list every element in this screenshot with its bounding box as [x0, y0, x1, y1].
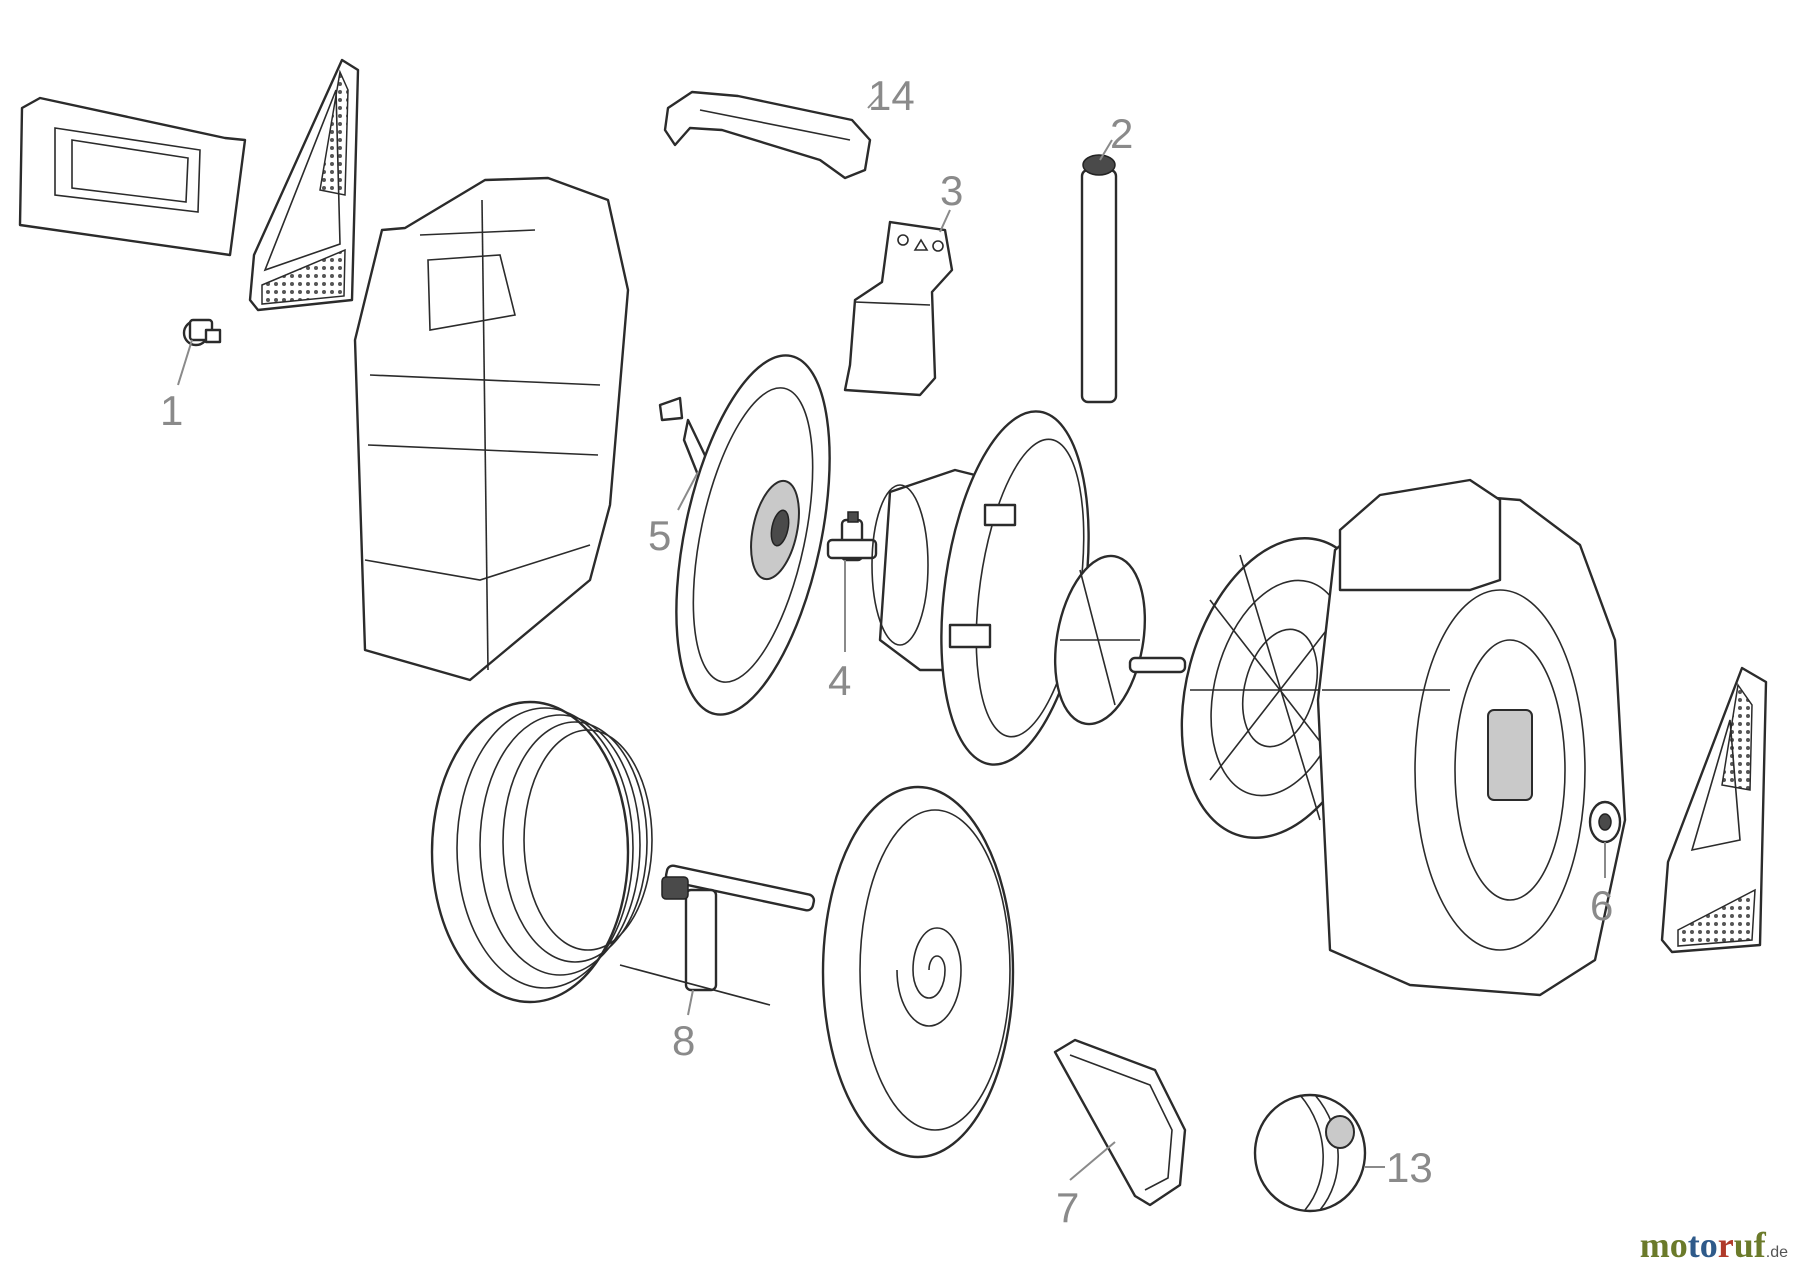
brand-part-4: uf	[1733, 1225, 1766, 1265]
leader-14	[867, 94, 881, 109]
support-rod	[1080, 154, 1118, 404]
leader-7	[1069, 1141, 1116, 1181]
t-valve-assembly	[619, 864, 816, 1006]
valve-fitting	[826, 511, 878, 562]
brand-part-3: r	[1717, 1225, 1734, 1265]
label-7: 7	[1056, 1184, 1079, 1231]
reel-disc	[675, 354, 831, 716]
leader-2	[1099, 139, 1113, 161]
label-1: 1	[160, 387, 183, 434]
leader-5	[677, 471, 699, 511]
label-8: 8	[672, 1017, 695, 1064]
right-mesh-grille	[1660, 666, 1768, 954]
label-2: 2	[1110, 110, 1133, 157]
label-5: 5	[648, 512, 671, 559]
front-cover-frame	[18, 96, 247, 257]
mounting-bracket	[843, 220, 954, 397]
drive-belt	[1053, 1038, 1187, 1207]
brand-tld: .de	[1765, 1244, 1788, 1261]
carry-handle	[663, 90, 872, 180]
hose-coil	[430, 700, 653, 1004]
right-housing	[1316, 478, 1627, 997]
leader-8	[687, 989, 694, 1016]
screw-knob	[182, 318, 222, 347]
leader-3	[939, 209, 951, 233]
spring-reel	[821, 785, 1015, 1159]
leader-1	[177, 339, 193, 386]
label-6: 6	[1590, 882, 1613, 929]
end-cap	[1588, 800, 1622, 844]
brand-part-1: mo	[1639, 1225, 1688, 1265]
impeller	[1053, 554, 1187, 726]
label-4: 4	[828, 657, 851, 704]
left-mesh-grille	[248, 58, 360, 312]
brand-part-2: to	[1687, 1225, 1718, 1265]
brand-logo: motoruf.de	[1640, 1224, 1788, 1266]
fan-ring	[940, 410, 1090, 766]
float-ball	[1253, 1093, 1367, 1213]
label-13: 13	[1386, 1144, 1433, 1191]
left-housing	[353, 176, 630, 682]
label-3: 3	[940, 167, 963, 214]
label-14: 14	[868, 72, 915, 119]
